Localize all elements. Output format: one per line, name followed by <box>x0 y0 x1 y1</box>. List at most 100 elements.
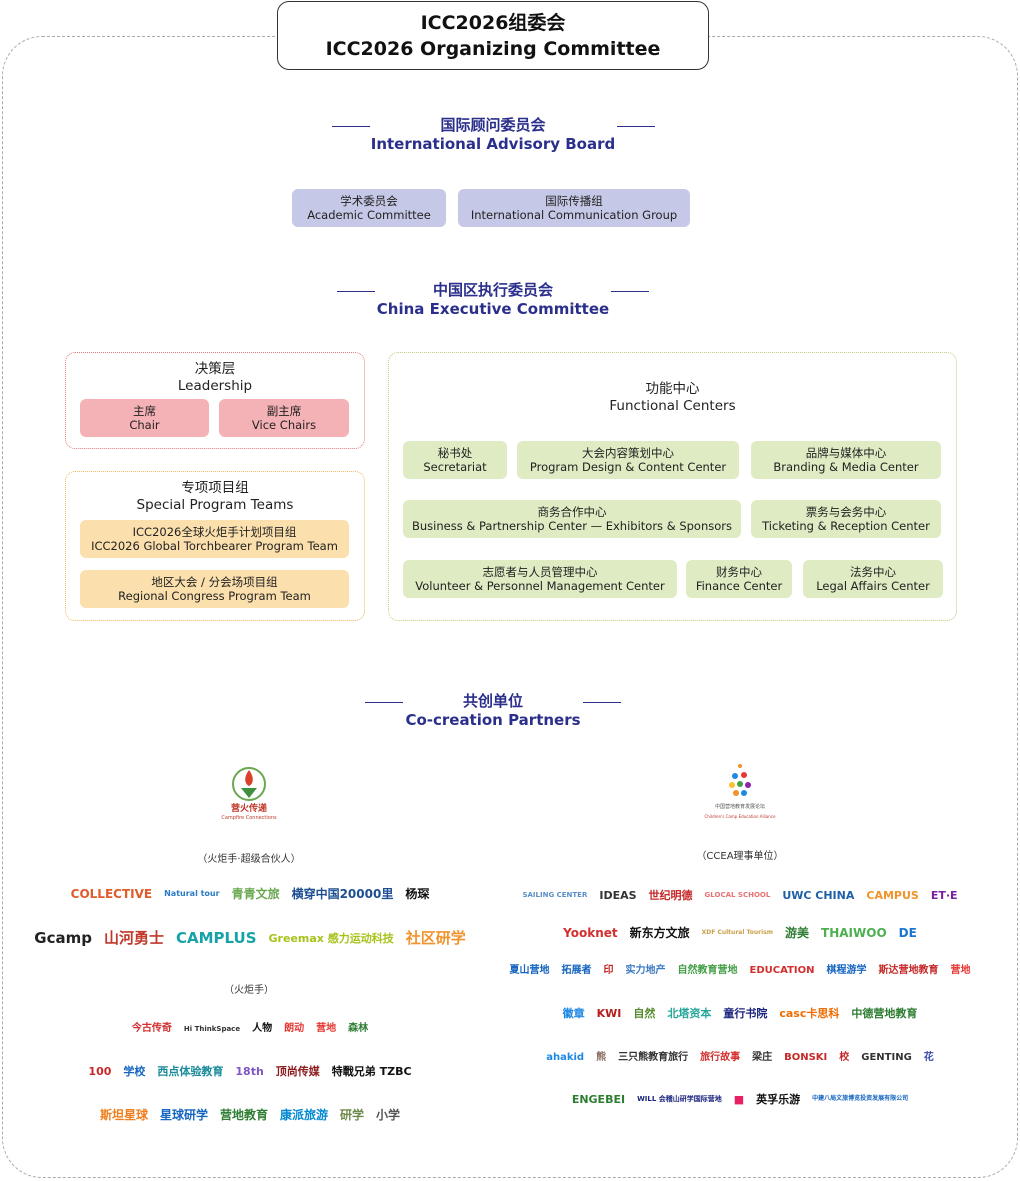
partner-logo: BONSKI <box>784 1052 828 1063</box>
super-partner-label: （火炬手·超级合伙人） <box>197 854 301 865</box>
partners-zh: 共创单位 <box>462 692 523 710</box>
zh: 大会内容策划中心 <box>582 446 674 460</box>
partner-logo: 实力地产 <box>625 965 666 976</box>
en: International Communication Group <box>470 208 678 222</box>
divider <box>332 126 370 127</box>
en: Business & Partnership Center — Exhibito… <box>412 519 732 533</box>
partner-logo: 校 <box>839 1052 850 1063</box>
partner-logo: 学校 <box>123 1064 146 1078</box>
advisory-zh: 国际顾问委员会 <box>440 116 546 134</box>
partner-logo: THAIWOO <box>821 926 887 940</box>
partner-logo: EDUCATION <box>749 965 815 976</box>
partner-logo: 斯达营地教育 <box>878 965 939 976</box>
partner-logo: 营地 <box>316 1023 337 1034</box>
title-zh: ICC2026组委会 <box>420 12 566 34</box>
partner-logo: 森林 <box>348 1023 369 1034</box>
partner-logo: casc卡思科 <box>779 1006 840 1020</box>
partner-logo: Greemax 感力运动科技 <box>268 931 394 945</box>
partner-logo: GENTING <box>861 1052 912 1063</box>
partner-logo: 梁庄 <box>752 1052 773 1063</box>
partner-logo: 康派旅游 <box>280 1108 329 1122</box>
zh: 主席 <box>133 404 156 418</box>
partner-logo: Gcamp <box>34 928 92 947</box>
divider <box>611 291 649 292</box>
en: Functional Centers <box>609 398 736 414</box>
en: Secretariat <box>423 460 487 474</box>
divider <box>337 291 375 292</box>
zh: ICC2026全球火炬手计划项目组 <box>132 525 297 539</box>
partner-logo: 今古传奇 <box>131 1023 172 1034</box>
ccea-label: （CCEA理事单位） <box>696 851 784 862</box>
partner-logo: 拓展者 <box>561 965 592 976</box>
org-zh: 中国营地教育发展论坛 <box>714 804 765 810</box>
zh: 功能中心 <box>645 381 700 397</box>
zh: 副主席 <box>266 404 302 418</box>
partner-logo: Yooknet <box>563 926 618 940</box>
partner-logo: ET·E <box>930 888 958 902</box>
en: Special Program Teams <box>136 497 294 513</box>
partners-en: Co-creation Partners <box>405 711 581 729</box>
partner-logo: IDEAS <box>599 888 637 902</box>
divider <box>583 702 621 703</box>
partner-logo: 中德营地教育 <box>851 1006 918 1020</box>
zh: 财务中心 <box>716 565 762 579</box>
zh: 秘书处 <box>437 446 473 460</box>
partner-logo: 山河勇士 <box>103 928 164 947</box>
executive-heading: 中国区执行委员会 China Executive Committee <box>337 281 649 319</box>
partner-logo: 中建八局文旅博览投资发展有限公司 <box>812 1095 909 1102</box>
partner-logo: 旅行故事 <box>700 1052 741 1063</box>
partner-logo: XDF Cultural Tourism <box>701 929 774 936</box>
partner-logo: SAILING CENTER <box>522 890 588 899</box>
en: Program Design & Content Center <box>529 460 727 474</box>
partner-logo: 特戰兄弟 TZBC <box>331 1064 412 1078</box>
en: ICC2026 Global Torchbearer Program Team <box>91 539 338 553</box>
partner-logo: ahakid <box>546 1052 585 1063</box>
partners-heading: 共创单位 Co-creation Partners <box>343 692 643 730</box>
partner-logo: WILL 会稽山研学国际营地 <box>637 1094 722 1103</box>
page-title: ICC2026组委会 ICC2026 Organizing Committee <box>277 1 709 70</box>
en: Academic Committee <box>307 208 431 222</box>
partner-logo: Natural tour <box>164 889 220 898</box>
zh: 品牌与媒体中心 <box>805 446 887 460</box>
partner-logo: KWI <box>596 1006 622 1020</box>
zh: 票务与会务中心 <box>805 505 887 519</box>
droplet-dots-icon <box>729 764 751 796</box>
zh: 学术委员会 <box>340 194 398 208</box>
partner-logo: 游美 <box>785 926 810 940</box>
zh: 决策层 <box>194 361 236 377</box>
partner-logo: UWC CHINA <box>782 888 855 902</box>
partner-logo: Hi ThinkSpace <box>183 1024 241 1033</box>
partner-logo: 营地 <box>950 965 971 976</box>
en: Volunteer & Personnel Management Center <box>415 579 665 593</box>
partner-logo: 熊 <box>596 1052 607 1063</box>
partner-logo: 花 <box>923 1052 934 1063</box>
zh: 志愿者与人员管理中心 <box>482 565 598 579</box>
en: Regional Congress Program Team <box>118 589 311 603</box>
partner-logo: 斯坦星球 <box>99 1108 148 1122</box>
partner-logo: 世纪明德 <box>648 888 693 902</box>
partner-logo: DE <box>898 926 917 940</box>
logo-row: 斯坦星球星球研学营地教育康派旅游研学小学 <box>60 1094 440 1136</box>
campfire-logo: 营火传递 Campfire Connections <box>199 766 299 823</box>
zh: 商务合作中心 <box>537 505 607 519</box>
en: Branding & Media Center <box>773 460 919 474</box>
partner-logo: 新东方文旅 <box>629 926 690 940</box>
partner-logo: 英孚乐游 <box>756 1092 801 1106</box>
